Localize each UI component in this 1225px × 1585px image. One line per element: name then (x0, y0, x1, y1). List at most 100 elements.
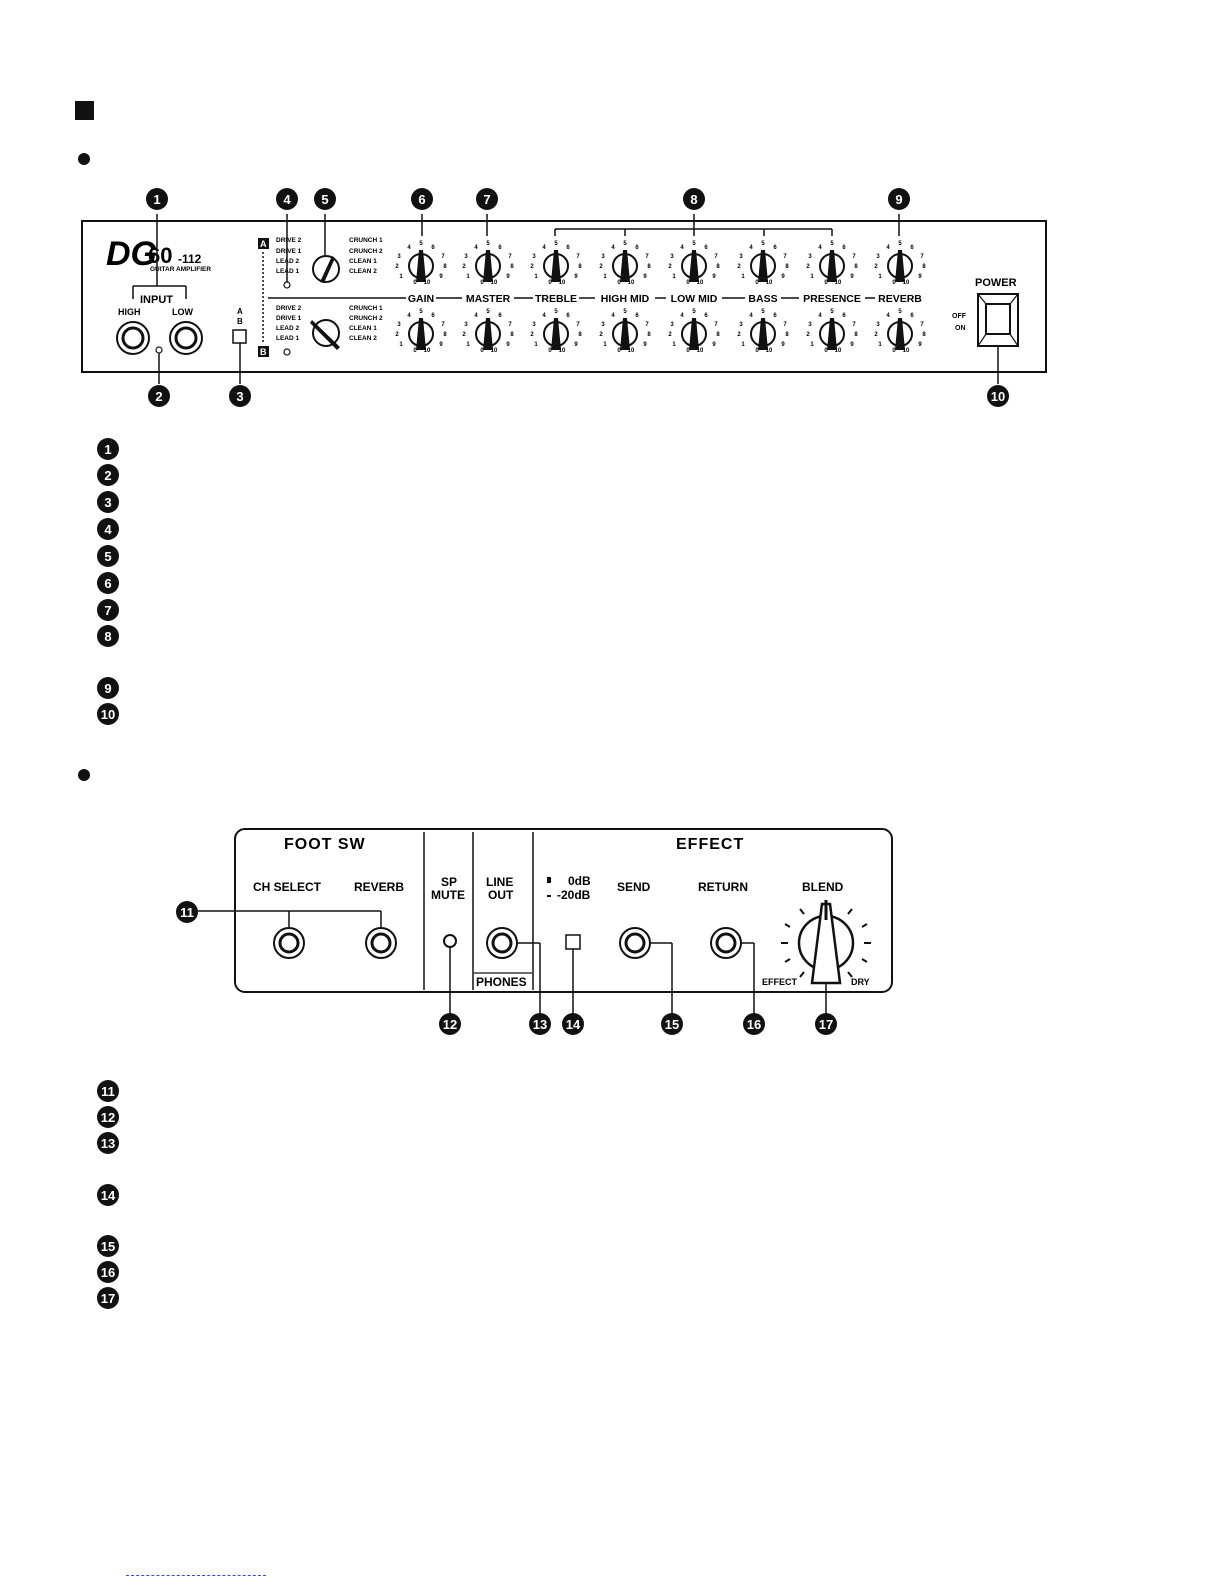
mode-selector-knob-a[interactable] (312, 255, 340, 283)
knob-scale-number: 0 (755, 280, 759, 286)
knob-scale-number: 8 (854, 264, 858, 270)
blend-effect-label: EFFECT (762, 977, 798, 987)
callout-marker: 4 (276, 188, 298, 210)
knob-scale-number: 2 (462, 332, 466, 338)
knob-scale-number: 9 (918, 274, 922, 280)
knob-scale-number: 8 (716, 264, 720, 270)
mode-label-left: LEAD 1 (276, 335, 300, 342)
control-knob[interactable] (408, 318, 434, 350)
callout-marker: 3 (229, 385, 251, 407)
knob-scale-number: 7 (576, 322, 580, 328)
control-knob[interactable] (543, 250, 569, 282)
knob-scale-number: 9 (850, 274, 854, 280)
knob-scale-number: 10 (491, 280, 498, 286)
knob-label: TREBLE (535, 293, 577, 305)
bullet-icon (78, 769, 90, 781)
callout-marker: 12 (439, 1013, 461, 1035)
control-knob[interactable] (408, 250, 434, 282)
callout-marker: 16 (743, 1013, 765, 1035)
knob-scale-number: 5 (419, 241, 423, 247)
knob-scale-number: 4 (611, 245, 615, 251)
foot-sw-ch-select-jack[interactable] (273, 927, 305, 959)
mode-label-right: CRUNCH 1 (349, 305, 383, 312)
knob-scale-number: 7 (783, 322, 787, 328)
callout-marker: 7 (476, 188, 498, 210)
control-knob[interactable] (475, 318, 501, 350)
control-knob[interactable] (750, 318, 776, 350)
knob-scale-number: 6 (704, 245, 708, 251)
control-knob[interactable] (819, 250, 845, 282)
knob-scale-number: 1 (878, 274, 882, 280)
level-switch[interactable] (565, 934, 581, 950)
knob-scale-number: 8 (578, 332, 582, 338)
knob-scale-number: 7 (441, 322, 445, 328)
mode-label-right: CLEAN 2 (349, 335, 377, 342)
sp-mute-jack[interactable] (443, 934, 457, 948)
callout-marker: 9 (888, 188, 910, 210)
level-0db-label: 0dB (568, 874, 591, 888)
control-knob[interactable] (612, 250, 638, 282)
knob-scale-number: 3 (739, 322, 743, 328)
foot-sw-title: FOOT SW (284, 836, 366, 853)
power-switch[interactable] (977, 293, 1019, 347)
control-knob[interactable] (750, 250, 776, 282)
control-knob[interactable] (543, 318, 569, 350)
knob-scale-number: 1 (741, 342, 745, 348)
input-low-jack[interactable] (169, 321, 203, 355)
foot-sw-reverb-jack[interactable] (365, 927, 397, 959)
input-high-jack[interactable] (116, 321, 150, 355)
list-number-marker: 15 (97, 1235, 119, 1257)
knob-scale-number: 3 (532, 322, 536, 328)
control-knob[interactable] (681, 318, 707, 350)
knob-scale-number: 10 (491, 348, 498, 354)
knob-label: REVERB (878, 293, 922, 305)
knob-scale-number: 4 (886, 245, 890, 251)
mode-label-right: CRUNCH 2 (349, 315, 383, 322)
mode-selector-knob-b[interactable] (310, 319, 340, 350)
ab-switch[interactable] (232, 329, 247, 344)
knob-scale-number: 3 (601, 322, 605, 328)
sp-mute-label-2: MUTE (431, 888, 465, 902)
knob-scale-number: 10 (903, 280, 910, 286)
callout-marker: 1 (146, 188, 168, 210)
knob-scale-number: 6 (498, 313, 502, 319)
line-out-phones-jack[interactable] (486, 927, 518, 959)
level-20db-label: -20dB (557, 888, 591, 902)
blend-knob[interactable] (797, 900, 855, 985)
knob-scale-number: 2 (462, 264, 466, 270)
control-knob[interactable] (475, 250, 501, 282)
knob-scale-number: 3 (670, 254, 674, 260)
knob-scale-number: 3 (464, 322, 468, 328)
knob-scale-number: 5 (761, 309, 765, 315)
knob-scale-number: 0 (617, 280, 621, 286)
knob-scale-number: 2 (737, 264, 741, 270)
effect-send-jack[interactable] (619, 927, 651, 959)
knob-scale-number: 5 (486, 241, 490, 247)
knob-scale-number: 8 (443, 332, 447, 338)
list-number-marker: 4 (97, 518, 119, 540)
return-label: RETURN (698, 880, 748, 894)
knob-scale-number: 1 (466, 342, 470, 348)
effect-return-jack[interactable] (710, 927, 742, 959)
control-knob[interactable] (887, 250, 913, 282)
blend-scale-ticks (781, 901, 871, 978)
control-knob[interactable] (681, 250, 707, 282)
control-knob[interactable] (819, 318, 845, 350)
power-on-label: ON (955, 325, 966, 332)
knob-scale-number: 9 (781, 342, 785, 348)
knob-scale-number: 0 (755, 348, 759, 354)
knob-scale-number: 6 (704, 313, 708, 319)
knob-scale-number: 10 (766, 348, 773, 354)
knob-scale-number: 3 (808, 322, 812, 328)
control-knob[interactable] (612, 318, 638, 350)
logo-suffix: -112 (178, 252, 202, 266)
mode-label-right: CLEAN 1 (349, 258, 377, 265)
knob-scale-number: 4 (474, 245, 478, 251)
control-knob[interactable] (887, 318, 913, 350)
knob-scale-number: 9 (850, 342, 854, 348)
knob-scale-number: 4 (818, 245, 822, 251)
knob-scale-number: 2 (530, 264, 534, 270)
list-number-marker: 16 (97, 1261, 119, 1283)
callout-marker: 8 (683, 188, 705, 210)
knob-label: GAIN (408, 293, 434, 305)
